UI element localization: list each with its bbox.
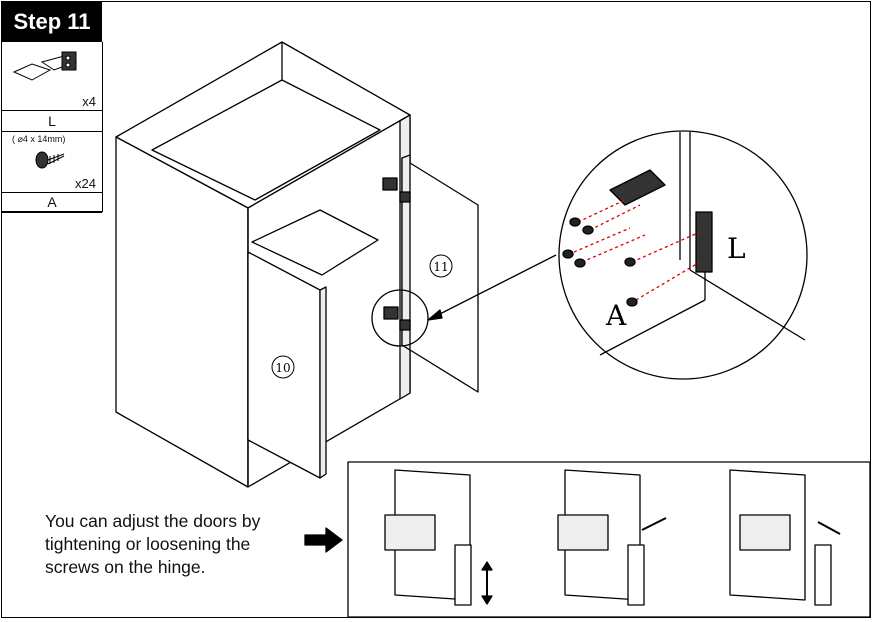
detail-leader-line [427, 254, 557, 321]
callout-screw-letter: A [605, 299, 627, 332]
parts-list: x4 L ( ⌀4 x 14mm) x24 A [2, 42, 103, 213]
hinge-part-icon [12, 51, 78, 81]
door-right-number: 11 [433, 260, 448, 274]
adjustment-note: You can adjust the doors by tightening o… [45, 510, 315, 579]
adjustment-figure-horizontal [729, 469, 841, 606]
part-number-11: 11 [429, 254, 453, 278]
note-line-3: screws on the hinge. [45, 557, 206, 577]
hinge-detail-zoom [558, 130, 808, 380]
hinge-quantity: x4 [82, 94, 96, 109]
screw-label: A [2, 192, 102, 213]
hinge-label: L [2, 110, 102, 132]
adjustment-figure-vertical [384, 469, 493, 606]
step-badge: Step 11 [2, 2, 102, 42]
callout-hinge-letter: L [727, 232, 746, 265]
note-line-1: You can adjust the doors by [45, 511, 261, 531]
note-line-2: tightening or loosening the [45, 534, 251, 554]
screw-spec: ( ⌀4 x 14mm) [12, 134, 66, 144]
cabinet-hinge-top [382, 177, 411, 203]
screw-part-icon [35, 151, 65, 169]
detail-marker [371, 289, 429, 347]
leader-arrowhead [427, 309, 443, 321]
adjustment-figure-depth [557, 469, 667, 606]
parts-icons [12, 51, 78, 169]
part-number-10: 10 [271, 355, 295, 379]
screw-quantity: x24 [75, 176, 96, 191]
cabinet-hinge-bottom [383, 306, 411, 331]
note-arrow [304, 527, 343, 553]
door-left-number: 10 [275, 361, 290, 375]
cabinet-shelf [251, 209, 379, 276]
